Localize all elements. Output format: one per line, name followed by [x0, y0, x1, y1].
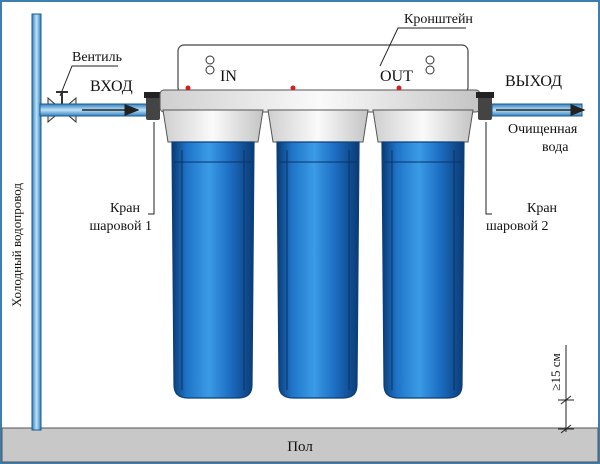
fitting-2: [290, 85, 296, 91]
filter-housing-2: [267, 109, 369, 399]
valve-leader: [59, 65, 118, 97]
valve-label: Вентиль: [72, 50, 122, 65]
ball-valve-2-label-line1: Кран: [527, 201, 558, 216]
filter-housing-1: [162, 109, 264, 399]
purified-water-label-line1: Очищенная: [508, 122, 578, 137]
bracket-label: Кронштейн: [404, 12, 473, 27]
outlet-label: ВЫХОД: [505, 73, 562, 90]
floor: [1, 427, 599, 463]
ball-valve-2-leader: [485, 122, 492, 215]
cold-water-pipe: [31, 13, 42, 431]
ball-valve-1-leader: [148, 122, 155, 215]
out-mark: OUT: [380, 68, 413, 85]
bracket-screw-left: [205, 55, 215, 75]
fitting-3: [396, 85, 402, 91]
ball-valve-1-label-line2: шаровой 1: [89, 219, 152, 234]
ball-valve-2-label-line2: шаровой 2: [486, 219, 549, 234]
clearance-label: ≥15 см: [548, 353, 563, 390]
fitting-1: [185, 85, 191, 91]
bracket-screw-right: [425, 55, 435, 75]
ball-valve-2: [476, 92, 494, 120]
bracket-leader: [379, 27, 466, 67]
purified-water-label-line2: вода: [542, 140, 569, 155]
cold-water-pipe-label: Холодный водопровод: [9, 183, 24, 307]
inlet-label: ВХОД: [90, 78, 133, 95]
ball-valve-1-label-line1: Кран: [110, 201, 141, 216]
in-mark: IN: [220, 68, 237, 85]
filter-housing-3: [372, 109, 474, 399]
ball-valve-1: [144, 92, 162, 120]
manifold-head: [159, 89, 481, 113]
clearance-dimension: [558, 345, 574, 434]
floor-label: Пол: [287, 439, 313, 455]
